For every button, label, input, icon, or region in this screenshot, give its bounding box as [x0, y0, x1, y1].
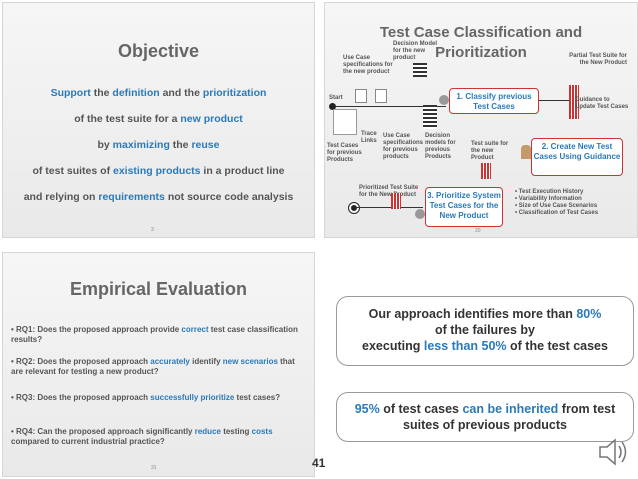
objective-line-2: of the test suite for a new product: [74, 113, 243, 125]
person-icon: [521, 145, 531, 159]
gear-icon: [439, 95, 449, 105]
document-icon: [355, 89, 367, 103]
partial-suite-label: Partial Test Suite for the New Product: [569, 53, 627, 66]
document-icon: [375, 89, 387, 103]
decision-model-icon: [413, 63, 427, 77]
slide-page-number: 3: [151, 227, 154, 233]
slide-process: Test Case Classification and Prioritizat…: [324, 2, 638, 238]
rq2: • RQ2: Does the proposed approach accura…: [11, 357, 295, 376]
test-suite-icon: [569, 85, 579, 119]
rq4: • RQ4: Can the proposed approach signifi…: [11, 427, 273, 446]
end-node-icon: [348, 202, 360, 214]
slide-title: Objective: [117, 41, 200, 61]
trace-links-label: Trace Links: [361, 131, 377, 144]
use-case-specs-prev-label: Use Case specifications for previous pro…: [383, 133, 424, 160]
objective-line-1: Support the definition and the prioritiz…: [50, 87, 267, 99]
slide-page-number: 20: [475, 228, 481, 234]
test-suite-icon: [481, 163, 491, 179]
start-node-icon: [329, 103, 336, 110]
list-item: • Classification of Test Cases: [515, 210, 599, 216]
speaker-icon[interactable]: [596, 434, 632, 470]
list-item: • Variability Information: [515, 196, 582, 202]
suite-new-label: Test suite for the new Product: [471, 141, 509, 161]
slide-title: Empirical Evaluation: [69, 279, 248, 299]
slide-title: Test Case Classification and Prioritizat…: [379, 24, 583, 61]
callout-failures: Our approach identifies more than 80% of…: [336, 296, 634, 366]
step-create-box: 2. Create New Test Cases Using Guidance: [531, 138, 623, 176]
test-cases-doc-icon: [333, 109, 357, 135]
use-case-specs-new-label: Use Case specifications for the new prod…: [343, 55, 393, 75]
slide-objective: Objective Support the definition and the…: [2, 2, 315, 238]
decision-model-icon: [423, 105, 437, 129]
objective-line-5: and relying on requirements not source c…: [23, 191, 294, 203]
test-cases-prev-label: Test Cases for previous Products: [327, 143, 362, 163]
step-classify-box: 1. Classify previous Test Cases: [449, 88, 539, 114]
objective-line-3: by maximizing the reuse: [97, 139, 220, 151]
step-prioritize-box: 3. Prioritize System Test Cases for the …: [425, 187, 503, 227]
prioritized-suite-label: Prioritized Test Suite for the New Produ…: [359, 185, 419, 198]
flow-line: [357, 207, 423, 208]
list-item: • Test Execution History: [515, 189, 584, 195]
flow-line: [539, 100, 569, 101]
start-label: Start: [329, 95, 343, 101]
decision-models-prev-label: Decision models for previous Products: [425, 133, 456, 160]
rq1: • RQ1: Does the proposed approach provid…: [11, 325, 298, 344]
objective-line-4: of test suites of existing products in a…: [32, 165, 285, 177]
test-suite-icon: [391, 193, 401, 209]
callout-inherited: 95% of test cases can be inherited from …: [336, 392, 634, 442]
rq3: • RQ3: Does the proposed approach succes…: [11, 393, 281, 402]
guidance-label: Guidance to Update Test Cases: [575, 97, 629, 110]
factors-list: • Test Execution History • Variability I…: [515, 189, 633, 217]
flow-line: [336, 106, 446, 107]
decision-model-new-label: Decision Model for the new product: [393, 41, 438, 61]
slide-evaluation: Empirical Evaluation • RQ1: Does the pro…: [2, 252, 315, 477]
list-item: • Size of Use Case Scenarios: [515, 203, 598, 209]
page-number: 41: [312, 456, 326, 470]
slide-page-number: 31: [151, 465, 157, 471]
gear-icon: [415, 209, 425, 219]
